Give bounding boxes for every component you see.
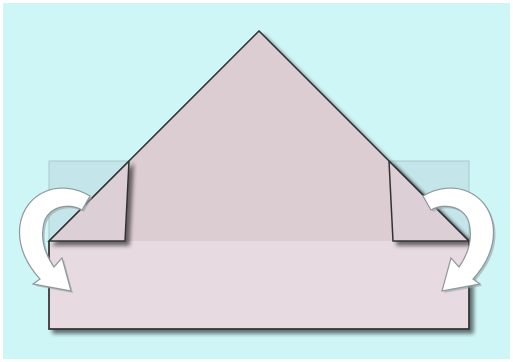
fold-diagram: [0, 0, 513, 362]
origami-fold-step: [0, 0, 513, 362]
